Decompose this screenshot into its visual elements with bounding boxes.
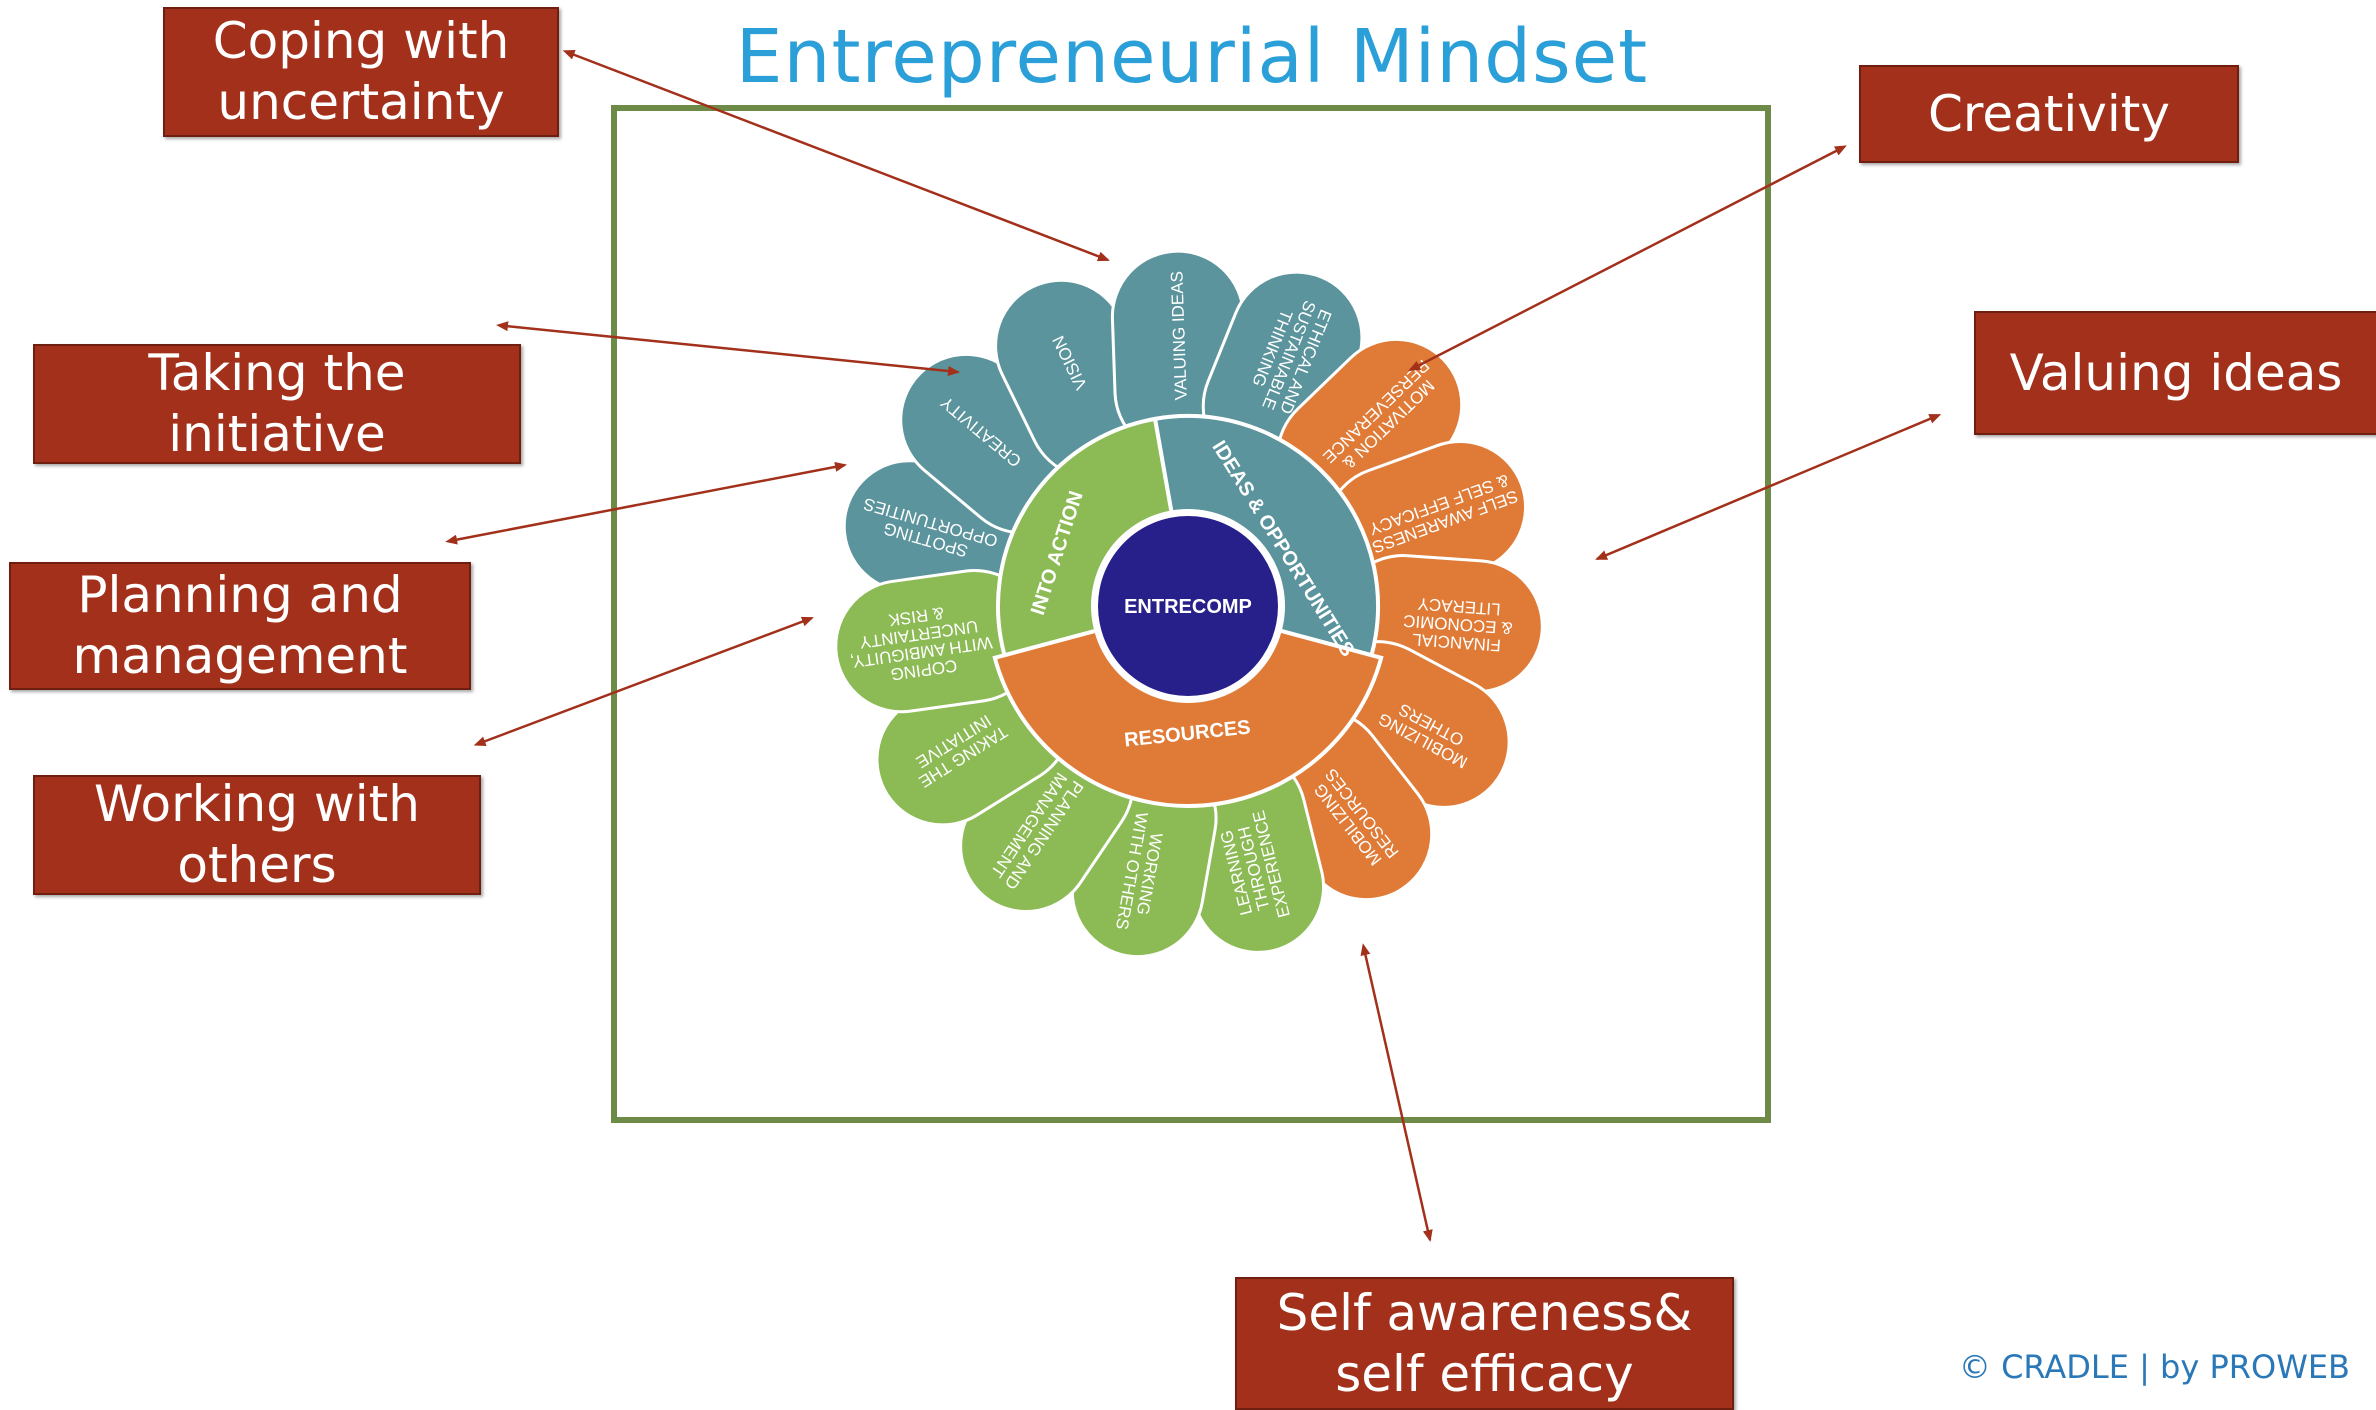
credit-footer: © CRADLE | by PROWEB: [1958, 1348, 2350, 1386]
petal-label: FINANCIAL& ECONOMICLITERACY: [1401, 593, 1514, 656]
callout-working-with-others: Working with others: [33, 775, 481, 895]
callout-self-awareness: Self awareness& self efficacy: [1235, 1277, 1734, 1410]
callout-coping-with-uncertainty: Coping with uncertainty: [163, 7, 559, 137]
callout-creativity: Creativity: [1859, 65, 2239, 163]
petal: SELF AWARENESS& SELF EFFICACY: [1323, 439, 1528, 600]
callout-taking-the-initiative: Taking the initiative: [33, 344, 521, 464]
callout-arrow: [1595, 414, 1942, 561]
callout-valuing-ideas: Valuing ideas: [1974, 311, 2376, 435]
center-label: ENTRECOMP: [1124, 596, 1252, 618]
petal-label: COPINGWITH AMBIGUITY,UNCERTAINTY& RISK: [844, 597, 996, 689]
petal-label: LEARNINGTHROUGHEXPERIENCE: [1214, 809, 1294, 929]
callout-planning-and-management: Planning and management: [9, 562, 471, 690]
center-disc: [1098, 516, 1278, 696]
callout-arrow: [473, 616, 814, 746]
callout-arrow: [1360, 943, 1433, 1242]
callout-arrow: [496, 321, 960, 376]
callout-arrow: [562, 50, 1110, 262]
petal: COPINGWITH AMBIGUITY,UNCERTAINTY& RISK: [834, 568, 1042, 714]
callout-arrow: [1408, 145, 1847, 372]
callout-arrows: [445, 50, 1942, 1242]
petal-label: VALUING IDEAS: [1167, 271, 1190, 401]
callout-arrow: [445, 461, 847, 545]
area-resources: [992, 603, 1384, 808]
diagram-frame: [611, 105, 1771, 1123]
